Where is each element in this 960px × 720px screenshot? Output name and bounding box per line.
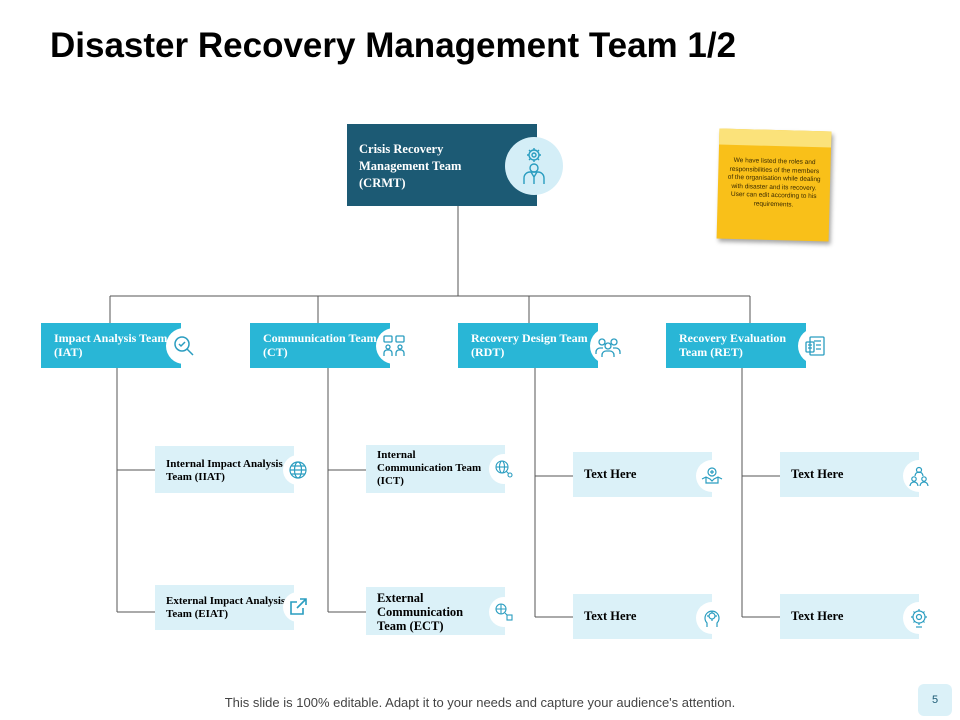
sub-node-ret-1: Text Here <box>780 452 919 497</box>
gear-person-icon <box>505 137 563 195</box>
page-number-badge: 5 <box>918 684 952 716</box>
sub-node-label: Text Here <box>791 609 844 623</box>
team-group-icon <box>590 328 626 364</box>
sub-node-ret-2: Text Here <box>780 594 919 639</box>
sub-node-label: External Impact Analysis Team (EIAT) <box>166 595 286 620</box>
sub-node-eiat: External Impact Analysis Team (EIAT) <box>155 585 294 630</box>
team-node-iat: Impact Analysis Team (IAT) <box>41 323 181 368</box>
slide-footer: This slide is 100% editable. Adapt it to… <box>224 695 736 710</box>
sub-node-label: Internal Communication Team (ICT) <box>377 449 482 487</box>
sub-node-label: Text Here <box>791 467 844 481</box>
root-node-label: Crisis Recovery Management Team (CRMT) <box>359 142 462 190</box>
team-node-label: Recovery Design Team (RDT) <box>471 331 588 359</box>
search-check-icon <box>166 328 202 364</box>
network-nodes-icon <box>489 597 519 627</box>
team-node-rdt: Recovery Design Team (RDT) <box>458 323 598 368</box>
sticky-note-text: We have listed the roles and responsibil… <box>727 156 821 209</box>
team-node-ct: Communication Team (CT) <box>250 323 390 368</box>
globe-icon <box>283 455 313 485</box>
sub-node-label: External Communication Team (ECT) <box>377 591 464 633</box>
team-node-label: Communication Team (CT) <box>263 331 377 359</box>
handshake-icon <box>696 460 728 492</box>
sub-node-label: Text Here <box>584 609 637 623</box>
sub-node-ect: External Communication Team (ECT) <box>366 587 505 635</box>
sub-node-label: Text Here <box>584 467 637 481</box>
sub-node-rdt-2: Text Here <box>573 594 712 639</box>
network-globe-icon <box>489 454 519 484</box>
report-clipboard-icon <box>798 328 834 364</box>
sub-node-ict: Internal Communication Team (ICT) <box>366 445 505 493</box>
team-node-label: Recovery Evaluation Team (RET) <box>679 331 786 359</box>
external-link-icon <box>283 592 313 622</box>
sub-node-label: Internal Impact Analysis Team (IIAT) <box>166 458 283 483</box>
sub-node-iiat: Internal Impact Analysis Team (IIAT) <box>155 446 294 493</box>
brain-gear-icon <box>696 602 728 634</box>
sticky-note: We have listed the roles and responsibil… <box>716 128 832 242</box>
chat-people-icon <box>376 328 412 364</box>
gear-bulb-icon <box>903 602 935 634</box>
user-group-icon <box>903 460 935 492</box>
sticky-note-tab <box>719 128 832 148</box>
team-node-ret: Recovery Evaluation Team (RET) <box>666 323 806 368</box>
sub-node-rdt-1: Text Here <box>573 452 712 497</box>
team-node-label: Impact Analysis Team (IAT) <box>54 331 168 359</box>
slide-title: Disaster Recovery Management Team 1/2 <box>50 26 737 65</box>
